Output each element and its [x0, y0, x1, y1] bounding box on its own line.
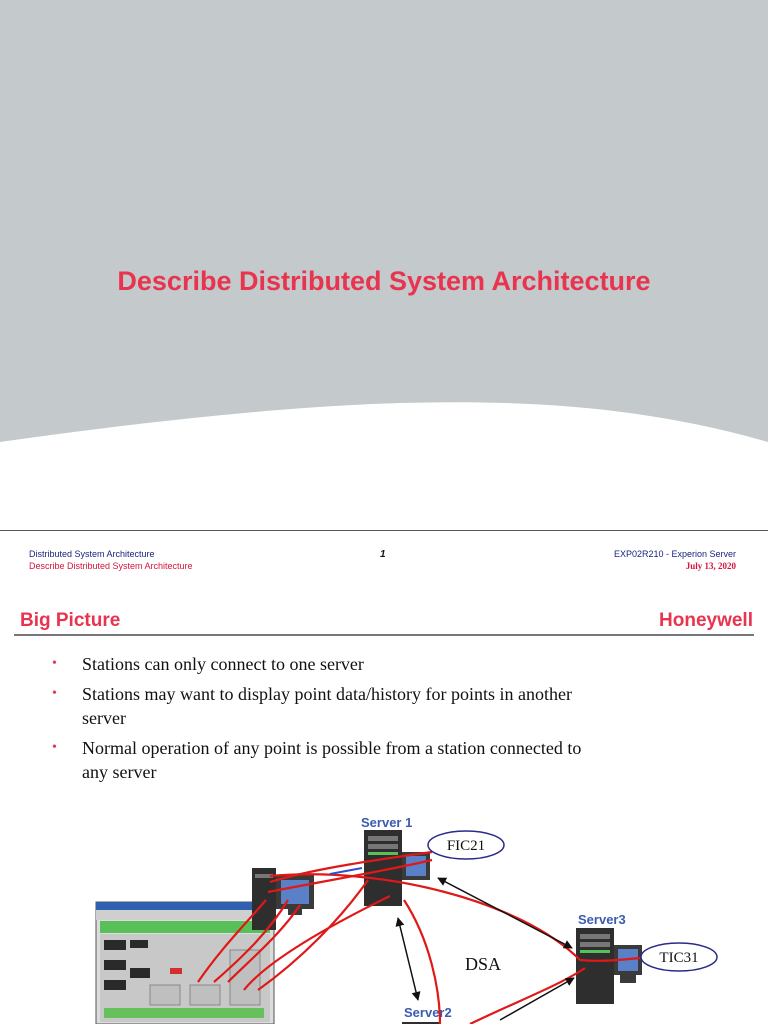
tic31-label: TIC31 [659, 950, 698, 966]
dsa-arrow-server1-server2 [395, 917, 421, 1001]
brand-logo-text: Honeywell [659, 610, 753, 631]
dsa-diagram: Server 1 Server3 Server2 FIC21 TIC31 DS [95, 815, 718, 1024]
bullet-list: • Stations can only connect to one server… [52, 652, 592, 790]
footer-right: EXP02R210 - Experion Server July 13, 202… [614, 548, 736, 572]
server3-label: Server3 [578, 912, 626, 927]
server3-icon [576, 928, 642, 1004]
title-slide-heading: Describe Distributed System Architecture [117, 266, 651, 296]
bullet-dot-icon: • [52, 740, 57, 755]
server1-icon [364, 830, 430, 906]
footer-course-title: Distributed System Architecture [29, 549, 155, 559]
server2-icon [402, 1022, 440, 1024]
bullet-dot-icon: • [52, 686, 57, 701]
page-number: 1 [380, 549, 386, 560]
server2-label: Server2 [404, 1005, 452, 1020]
title-slide: Describe Distributed System Architecture [0, 0, 768, 442]
footer-date: July 13, 2020 [685, 561, 736, 571]
bullet-text: Normal operation of any point is possibl… [82, 738, 582, 782]
bullet-item: • Stations may want to display point data… [52, 682, 592, 730]
bullet-dot-icon: • [52, 656, 57, 671]
bullet-item: • Stations can only connect to one server [52, 652, 592, 676]
title-slide-background [0, 0, 768, 442]
tic31-tag [640, 942, 718, 972]
bullet-text: Stations can only connect to one server [82, 654, 364, 674]
footer-course-code: EXP02R210 - Experion Server [613, 549, 736, 559]
section-title: Big Picture [20, 610, 121, 631]
bullet-text: Stations may want to display point data/… [82, 684, 572, 728]
station-display-screenshot [95, 901, 275, 1024]
footer-module-title: Describe Distributed System Architecture [29, 561, 193, 571]
fic21-label: FIC21 [447, 838, 485, 854]
bullet-item: • Normal operation of any point is possib… [52, 736, 592, 784]
dsa-arrow-server2-server3 [499, 977, 575, 1021]
slide-divider [0, 530, 768, 531]
server1-label: Server 1 [361, 815, 412, 830]
blue-link [329, 867, 363, 875]
station-pc-icon [252, 868, 314, 930]
dsa-arrow-server1-server3 [437, 877, 573, 949]
header-rule [14, 634, 754, 636]
footer-left: Distributed System Architecture Describe… [29, 548, 193, 572]
dsa-label: DSA [465, 954, 501, 974]
fic21-tag [427, 830, 505, 860]
